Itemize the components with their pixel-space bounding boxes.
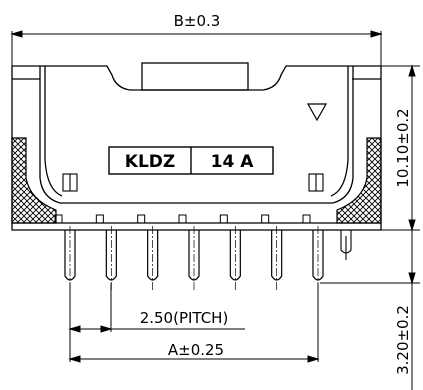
dimension-a <box>68 283 320 363</box>
pins <box>54 214 324 290</box>
window-left <box>62 173 78 192</box>
pin-tab <box>261 214 270 224</box>
dimension-pin-length <box>320 230 420 390</box>
dimension-b-label: B±0.3 <box>174 12 221 30</box>
left-hatch <box>11 137 57 224</box>
dimension-height <box>381 64 420 232</box>
pin-tab <box>137 214 146 224</box>
pin-tab <box>302 214 311 224</box>
dimension-pin-length-label: 3.20±0.2 <box>394 305 412 375</box>
dimension-height-label: 10.10±0.2 <box>394 108 412 187</box>
label-positions: 14 A <box>211 152 255 172</box>
housing-body <box>11 62 382 231</box>
label-part: KLDZ <box>125 152 175 172</box>
right-hatch <box>336 137 382 224</box>
window-right <box>308 173 324 192</box>
pin-tab <box>178 214 187 224</box>
dimension-pitch-label: 2.50(PITCH) <box>140 309 229 327</box>
side-tab <box>340 230 352 260</box>
polarity-triangle-icon <box>306 103 328 122</box>
dimension-pitch <box>68 283 245 362</box>
dimension-a-label: A±0.25 <box>168 341 224 359</box>
dimension-b <box>10 30 383 66</box>
pin-tab <box>95 214 104 224</box>
pin-tab <box>54 214 63 224</box>
pin-tab <box>219 214 228 224</box>
